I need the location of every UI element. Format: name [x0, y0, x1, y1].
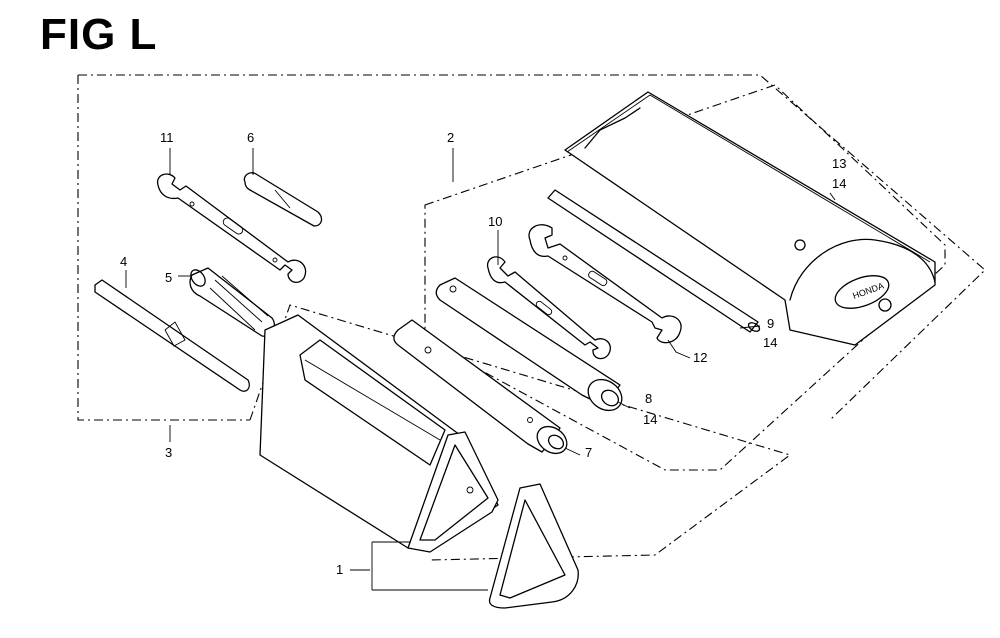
box-wrench-8 — [435, 277, 623, 412]
callout-7: 7 — [585, 445, 592, 460]
callout-4: 4 — [120, 254, 127, 269]
callout-13: 13 — [832, 156, 846, 171]
tool-bag: HONDA — [564, 91, 936, 346]
screwdriver-grip-5 — [189, 267, 276, 337]
callout-8: 8 — [645, 391, 652, 406]
tool-case — [259, 314, 499, 553]
figure-title: FIG L — [40, 10, 158, 59]
callout-8-14: 14 — [643, 412, 657, 427]
leader-lines — [125, 148, 836, 591]
callout-13-14: 14 — [832, 176, 846, 191]
callout-9-14: 14 — [763, 335, 777, 350]
callout-5: 5 — [165, 270, 172, 285]
wrench-10 — [486, 256, 611, 360]
callout-12: 12 — [693, 350, 707, 365]
callout-3: 3 — [165, 445, 172, 460]
callout-10: 10 — [488, 214, 502, 229]
wrench-12 — [528, 224, 682, 344]
group-3-boundary — [77, 74, 986, 421]
callout-11: 11 — [160, 130, 174, 145]
callout-6: 6 — [247, 130, 254, 145]
callout-2: 2 — [447, 130, 454, 145]
wrench-11 — [156, 173, 307, 284]
tool-case-lid — [488, 483, 579, 609]
callout-1: 1 — [336, 562, 343, 577]
box-wrench-7 — [393, 319, 568, 455]
callout-9: 9 — [767, 316, 774, 331]
screwdriver-bit-6 — [243, 172, 323, 227]
spark-plug-bar — [547, 189, 761, 333]
screwdriver-4 — [94, 279, 250, 392]
